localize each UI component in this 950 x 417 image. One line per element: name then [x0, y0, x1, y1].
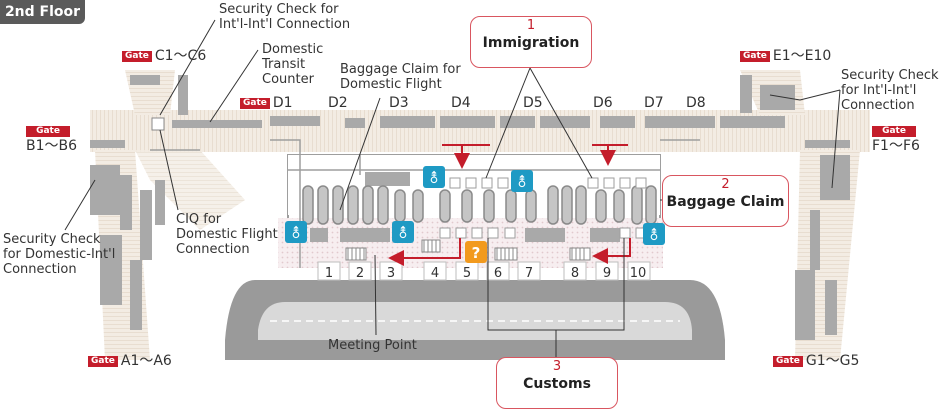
- exit-number: 6: [493, 266, 503, 281]
- gate-tag: Gate: [740, 51, 770, 62]
- gate-d6-label[interactable]: D6: [593, 95, 613, 111]
- svg-text:⚨: ⚨: [428, 171, 440, 187]
- passenger-flow-arrows: [388, 144, 631, 266]
- meeting-point-label: Meeting Point: [328, 338, 417, 353]
- svg-text:?: ?: [472, 244, 481, 262]
- building-walls: [90, 75, 850, 340]
- exit-number: 5: [462, 266, 472, 281]
- gate-d5-label[interactable]: D5: [523, 95, 543, 111]
- exit-number: 10: [629, 266, 647, 281]
- exit-number: 1: [324, 266, 334, 281]
- restroom-icon: ⚨: [392, 221, 414, 243]
- baggage-claim-callout[interactable]: 2 Baggage Claim: [662, 175, 789, 227]
- callout-title: Customs: [523, 376, 591, 392]
- gate-d8-label[interactable]: D8: [686, 95, 706, 111]
- gate-tag: Gate: [240, 98, 270, 109]
- exit-number: 4: [430, 266, 440, 281]
- callout-title: Immigration: [482, 35, 580, 51]
- interior-lines: [150, 139, 700, 268]
- exit-doors: [317, 261, 651, 281]
- exit-number: 3: [386, 266, 396, 281]
- gate-d4-label[interactable]: D4: [451, 95, 471, 111]
- gate-d3-label[interactable]: D3: [389, 95, 409, 111]
- svg-text:⚨: ⚨: [648, 228, 660, 244]
- gate-tag: Gate: [872, 126, 916, 137]
- floor-label: 2nd Floor: [0, 0, 85, 24]
- exit-number: 7: [524, 266, 534, 281]
- customs-callout[interactable]: 3 Customs: [496, 357, 618, 409]
- svg-text:⚨: ⚨: [290, 226, 302, 242]
- exit-number: 8: [570, 266, 580, 281]
- svg-text:⚨: ⚨: [397, 226, 409, 242]
- immigration-callout[interactable]: 1 Immigration: [470, 16, 592, 68]
- information-icon: ?: [465, 241, 487, 263]
- immigration-booths: [439, 177, 647, 239]
- gate-d7-label[interactable]: D7: [644, 95, 664, 111]
- callout-title: Baggage Claim: [666, 194, 785, 210]
- restroom-icon: ⚨: [511, 170, 533, 192]
- airport-road: [225, 280, 725, 360]
- restroom-icon: ⚨: [423, 166, 445, 188]
- gate-tag: Gate: [26, 126, 70, 137]
- exit-number: 9: [602, 266, 612, 281]
- callout-number: 3: [552, 359, 562, 374]
- gate-tag: Gate: [88, 356, 118, 367]
- gate-tag: Gate: [122, 51, 152, 62]
- gate-tag: Gate: [773, 356, 803, 367]
- callout-number: 1: [526, 18, 536, 33]
- restroom-icon: ⚨: [643, 223, 665, 245]
- baggage-carousels: [302, 185, 657, 225]
- gate-d2-label[interactable]: D2: [328, 95, 348, 111]
- exit-number: 2: [355, 266, 365, 281]
- svg-text:⚨: ⚨: [516, 175, 528, 191]
- callout-number: 2: [721, 177, 730, 192]
- restroom-icon: ⚨: [285, 221, 307, 243]
- leader-lines: [64, 19, 841, 358]
- escalators: [151, 117, 591, 261]
